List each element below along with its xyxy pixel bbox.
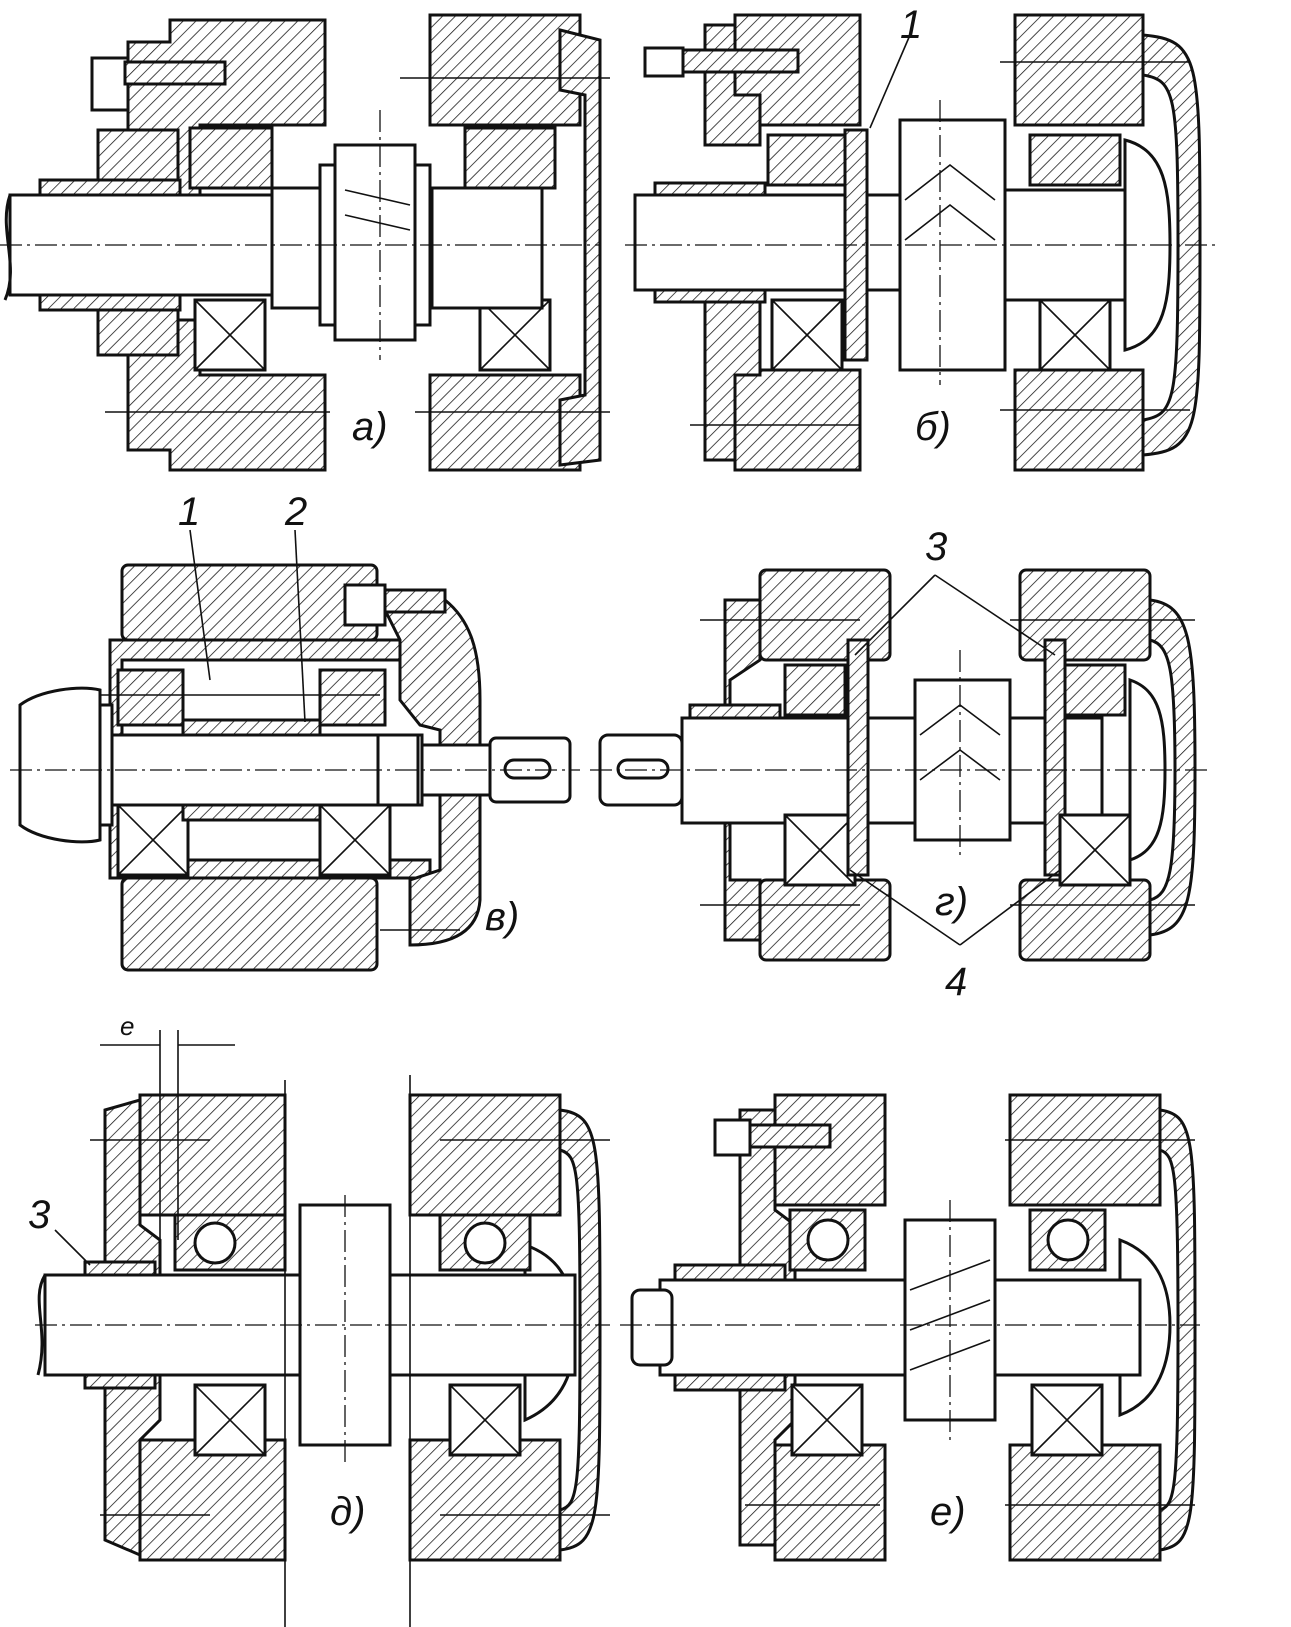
callout-d-3: 3 [28,1193,50,1237]
panel-label-v: в) [485,895,519,939]
callout-v-2: 2 [284,490,307,534]
callout-b-1: 1 [900,3,922,47]
callout-v-1: 1 [178,490,200,534]
panel-d [35,1030,610,1627]
panel-v [10,529,580,972]
panel-g [590,568,1210,962]
callout-d-e: e [120,1011,134,1041]
callout-g-4: 4 [945,960,967,1004]
panel-b [625,13,1215,472]
panel-e [620,1093,1200,1562]
panel-a [0,13,610,472]
panel-label-b: б) [915,405,951,449]
panel-label-g: г) [935,880,968,924]
panel-label-d: д) [330,1490,365,1534]
callout-g-3: 3 [925,525,947,569]
panel-label-a: а) [352,405,388,449]
panel-label-e: е) [930,1490,966,1534]
